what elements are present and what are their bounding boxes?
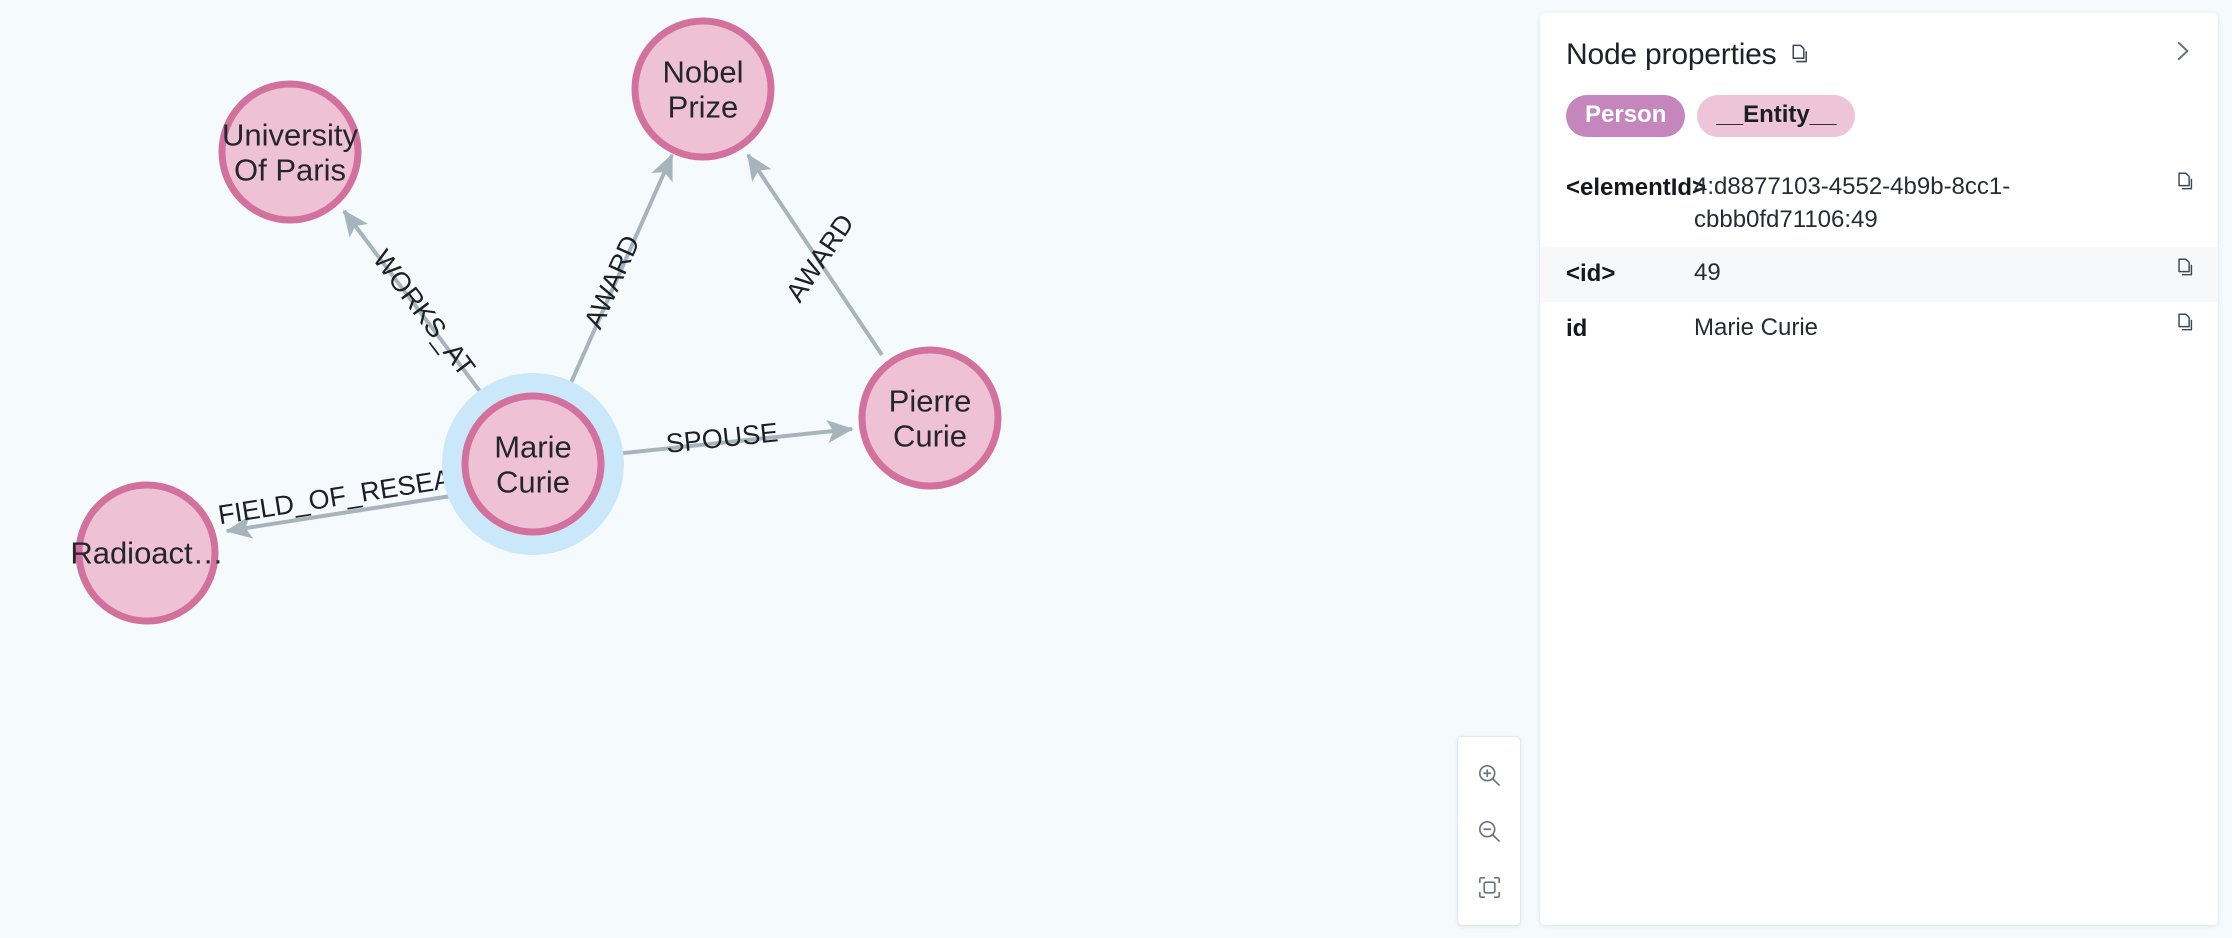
edge-award-marie[interactable]: AWARD bbox=[564, 153, 674, 395]
chevron-right-icon bbox=[2177, 41, 2189, 61]
property-key: <id> bbox=[1566, 260, 1616, 288]
copy-value-icon[interactable] bbox=[2174, 170, 2196, 192]
properties-table: <elementId> 4:d8877103-4552-4b9b-8cc1-cb… bbox=[1540, 161, 2218, 356]
property-key: id bbox=[1566, 314, 1588, 342]
edge-award-pierre[interactable]: AWARD bbox=[746, 153, 884, 357]
panel-header: Node properties bbox=[1540, 13, 2218, 73]
zoom-in-button[interactable] bbox=[1467, 753, 1511, 797]
graph-node-marie-curie[interactable]: Marie Curie bbox=[442, 373, 624, 555]
fit-to-screen-icon bbox=[1478, 876, 1500, 898]
zoom-in-icon bbox=[1478, 764, 1500, 786]
edge-field-of-research[interactable]: FIELD_OF_RESEA… bbox=[216, 460, 480, 539]
property-row-id[interactable]: id Marie Curie bbox=[1540, 302, 2218, 356]
graph-node-radioactivity[interactable]: Radioact… bbox=[70, 481, 224, 625]
graph-node-pierre-curie[interactable]: Pierre Curie bbox=[858, 346, 1002, 490]
copy-icon bbox=[2178, 172, 2193, 190]
node-label-chip-person[interactable]: Person bbox=[1566, 95, 1686, 138]
copy-icon bbox=[1792, 44, 1808, 63]
graph-node-university-of-paris[interactable]: University Of Paris bbox=[218, 80, 362, 224]
graph-canvas[interactable]: WORKS_AT AWARD AWARD SPOUSE FIELD_OF_RES… bbox=[0, 0, 1540, 938]
zoom-controls-panel bbox=[1457, 736, 1521, 926]
node-properties-panel: Node properties Person __Entity__ <eleme… bbox=[1540, 13, 2218, 925]
copy-value-icon[interactable] bbox=[2174, 311, 2196, 333]
fit-to-screen-button[interactable] bbox=[1467, 865, 1511, 909]
copy-all-properties-icon[interactable] bbox=[1788, 42, 1811, 65]
edge-works-at[interactable]: WORKS_AT bbox=[342, 209, 493, 408]
zoom-out-icon bbox=[1478, 820, 1500, 842]
node-label-chip-entity[interactable]: __Entity__ bbox=[1697, 95, 1856, 138]
copy-value-icon[interactable] bbox=[2174, 256, 2196, 278]
edge-label-works-at: WORKS_AT bbox=[367, 244, 481, 381]
zoom-out-button[interactable] bbox=[1467, 809, 1511, 853]
graph-svg[interactable]: WORKS_AT AWARD AWARD SPOUSE FIELD_OF_RES… bbox=[0, 0, 1540, 938]
property-value: 4:d8877103-4552-4b9b-8cc1-cbbb0fd71106:4… bbox=[1694, 173, 2011, 233]
edge-label-spouse: SPOUSE bbox=[664, 417, 779, 459]
property-row-elementid[interactable]: <elementId> 4:d8877103-4552-4b9b-8cc1-cb… bbox=[1540, 161, 2218, 247]
graph-node-nobel-prize[interactable]: Nobel Prize bbox=[631, 17, 775, 161]
property-value: 49 bbox=[1694, 259, 1721, 287]
copy-icon bbox=[2178, 258, 2193, 276]
edge-label-award-marie: AWARD bbox=[578, 231, 645, 333]
panel-title: Node properties bbox=[1566, 38, 1777, 71]
edge-spouse[interactable]: SPOUSE bbox=[604, 417, 854, 459]
property-key: <elementId> bbox=[1566, 174, 1707, 202]
collapse-panel-button[interactable] bbox=[2162, 31, 2202, 71]
property-value: Marie Curie bbox=[1694, 313, 1819, 341]
edge-label-field-of-research: FIELD_OF_RESEA… bbox=[216, 460, 480, 531]
property-row-id-internal[interactable]: <id> 49 bbox=[1540, 247, 2218, 302]
node-labels-row: Person __Entity__ bbox=[1540, 73, 2218, 138]
copy-icon bbox=[2178, 313, 2193, 330]
